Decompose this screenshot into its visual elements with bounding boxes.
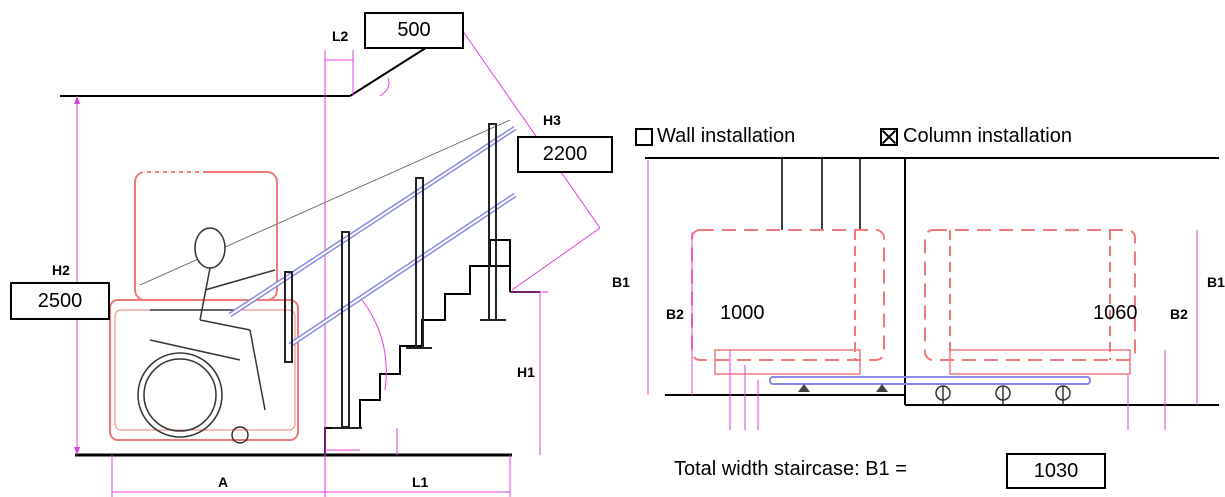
h1-label: H1 xyxy=(517,364,535,380)
handrails xyxy=(228,125,517,348)
side-view xyxy=(60,24,601,497)
total-width-label: Total width staircase: B1 = xyxy=(674,458,907,480)
l2-label: L2 xyxy=(332,28,349,44)
right-width-value: 1060 xyxy=(1093,302,1138,324)
l2-value-box[interactable]: 500 xyxy=(364,12,464,49)
top-view xyxy=(645,157,1219,430)
post-3 xyxy=(488,123,497,321)
b1-right-label: B1 xyxy=(1207,274,1225,290)
wall-installation-label: Wall installation xyxy=(657,125,796,147)
posts xyxy=(284,123,506,429)
post-0 xyxy=(284,271,293,363)
ceiling-angle-arc xyxy=(379,77,390,97)
left-width-value: 1000 xyxy=(720,302,765,324)
l1-label: L1 xyxy=(412,474,429,490)
stair-angle-arc xyxy=(361,299,387,391)
b2-right-label: B2 xyxy=(1170,306,1188,322)
figure-head xyxy=(194,227,226,269)
b1-left-label: B1 xyxy=(612,274,630,290)
wheelchair-wheel xyxy=(137,352,223,438)
h3-value-box[interactable]: 2200 xyxy=(517,136,613,173)
top-rail xyxy=(769,376,1091,385)
a-label: A xyxy=(218,474,229,490)
wheelchair-user xyxy=(137,227,276,444)
h2-value-box[interactable]: 2500 xyxy=(10,282,110,320)
h3-label: H3 xyxy=(543,112,561,128)
column-feet xyxy=(935,385,1071,405)
post-1 xyxy=(341,231,350,428)
column-installation-checkbox[interactable] xyxy=(880,128,898,146)
right-platform xyxy=(924,229,1136,361)
b2-left-label: B2 xyxy=(666,306,684,322)
h3-dim-line xyxy=(461,29,601,229)
total-width-value-box[interactable]: 1030 xyxy=(1006,453,1106,489)
wall-installation-checkbox[interactable] xyxy=(635,128,653,146)
h2-label: H2 xyxy=(52,262,70,278)
column-installation-label: Column installation xyxy=(903,125,1072,147)
